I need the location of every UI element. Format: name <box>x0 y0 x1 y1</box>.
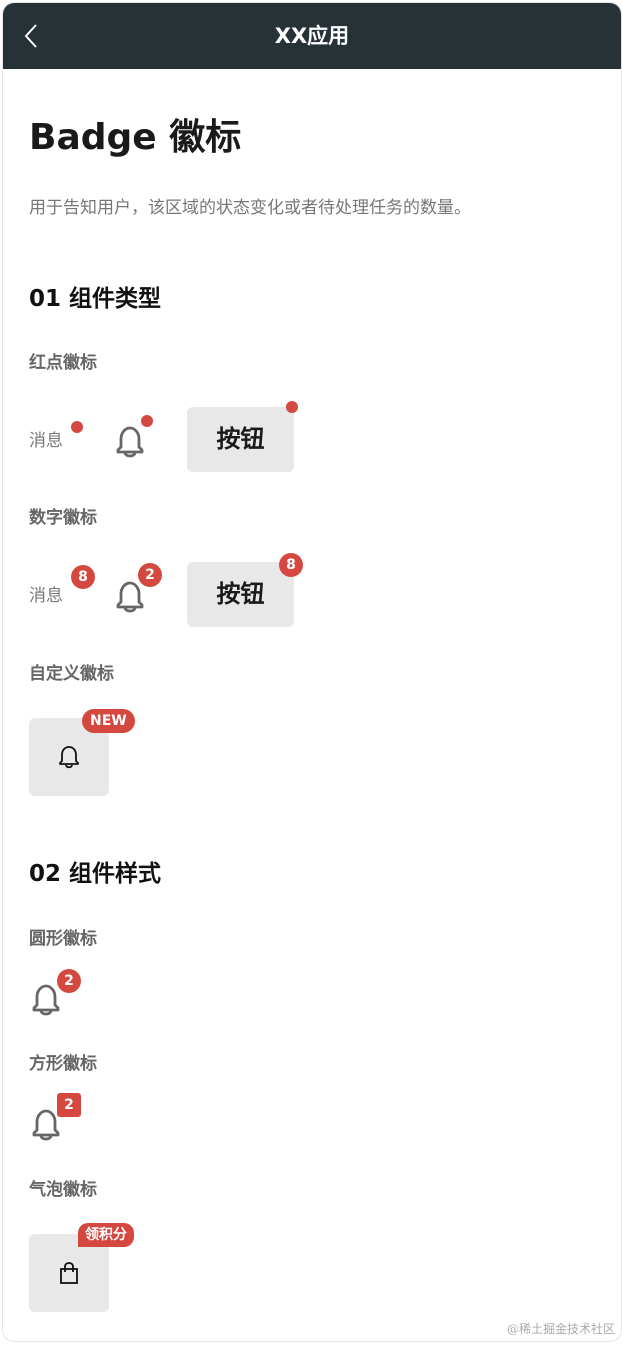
page-description: 用于告知用户，该区域的状态变化或者待处理任务的数量。 <box>29 198 471 218</box>
bubble-badge: 领积分 <box>78 1223 134 1247</box>
group-title-number: 数字徽标 <box>29 508 97 528</box>
number-badge: 8 <box>279 553 303 577</box>
bag-tile[interactable] <box>29 1234 109 1312</box>
navbar: XX应用 <box>3 3 621 69</box>
bell-icon <box>116 426 144 458</box>
bell-with-circle-badge[interactable] <box>29 981 63 1017</box>
group-title-circle: 圆形徽标 <box>29 929 97 949</box>
group-title-dot: 红点徽标 <box>29 353 97 373</box>
watermark: @稀土掘金技术社区 <box>506 1322 615 1336</box>
red-dot-badge <box>141 415 153 427</box>
bell-with-number[interactable] <box>113 578 147 614</box>
number-badge: 8 <box>71 565 95 589</box>
red-dot-badge <box>71 421 83 433</box>
group-title-square: 方形徽标 <box>29 1054 97 1074</box>
shopping-bag-icon <box>60 1262 78 1284</box>
chevron-left-icon <box>24 24 37 48</box>
message-label: 消息 <box>29 431 63 451</box>
group-title-bubble: 气泡徽标 <box>29 1180 97 1200</box>
bell-icon <box>59 746 79 769</box>
section-title-types: 01 组件类型 <box>29 286 162 312</box>
bell-with-square-badge[interactable] <box>29 1106 63 1142</box>
bell-with-dot[interactable] <box>113 423 147 459</box>
red-dot-badge <box>286 401 298 413</box>
new-badge: NEW <box>82 709 135 733</box>
button-with-dot[interactable]: 按钮 <box>187 407 294 472</box>
group-title-custom: 自定义徽标 <box>29 664 114 684</box>
message-label: 消息 <box>29 586 63 606</box>
section-title-styles: 02 组件样式 <box>29 861 162 887</box>
circle-badge: 2 <box>57 969 81 993</box>
navbar-title: XX应用 <box>274 24 350 48</box>
bell-icon <box>32 1109 60 1141</box>
bell-icon <box>116 581 144 613</box>
square-badge: 2 <box>57 1093 81 1117</box>
bell-icon <box>32 984 60 1016</box>
number-badge: 2 <box>138 563 162 587</box>
page-title: Badge 徽标 <box>29 117 242 158</box>
back-button[interactable] <box>19 23 45 49</box>
button-with-number[interactable]: 按钮 <box>187 562 294 627</box>
